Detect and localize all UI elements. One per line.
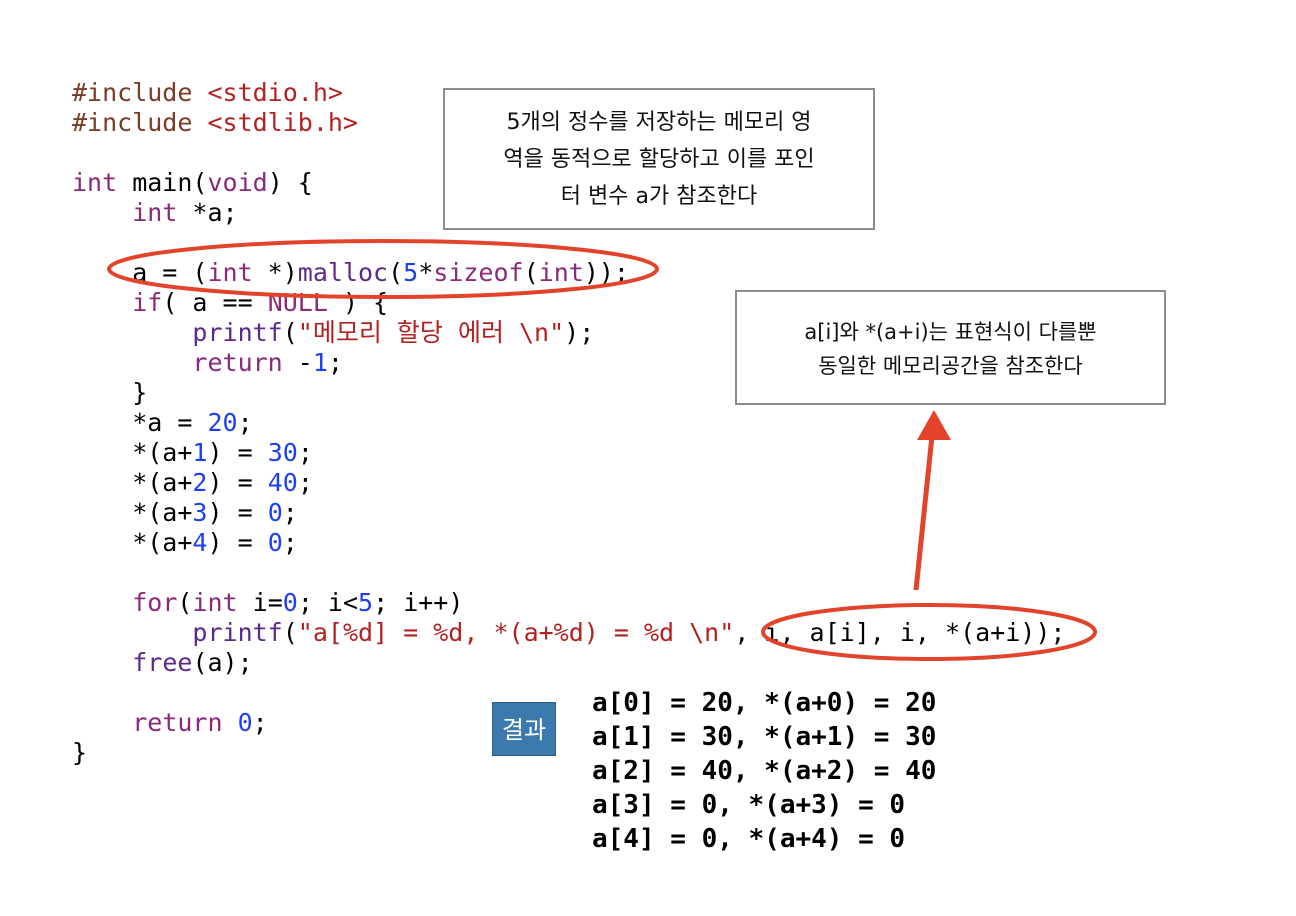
code-line-printf-error: printf("메모리 할당 에러 \n"); (192, 318, 595, 347)
code-line-assign-0: *a = 20; (72, 408, 253, 437)
callout-line: 동일한 메모리공간을 참조한다 (818, 354, 1083, 378)
code-line-include-stdio: #include <stdio.h> (72, 78, 343, 107)
output-line: a[0] = 20, *(a+0) = 20 (592, 688, 937, 718)
program-output: a[0] = 20, *(a+0) = 20 a[1] = 30, *(a+1)… (592, 686, 936, 856)
callout-line: 터 변수 a가 참조한다 (560, 184, 758, 209)
code-line-decl: int *a; (132, 198, 238, 227)
malloc-highlight-ellipse (107, 239, 659, 299)
result-badge: 결과 (492, 702, 556, 756)
code-line-include-stdlib: #include <stdlib.h> (72, 108, 358, 137)
code-line-close-main: } (72, 738, 88, 767)
output-line: a[1] = 30, *(a+1) = 30 (592, 722, 937, 752)
callout-pointer-equivalence: a[i]와 *(a+i)는 표현식이 다를뿐 동일한 메모리공간을 참조한다 (735, 290, 1166, 405)
code-line-return-main: return 0; (132, 708, 268, 737)
output-line: a[4] = 0, *(a+4) = 0 (592, 824, 906, 854)
code-line-for: for(int i=0; i<5; i++) (132, 588, 464, 617)
code-line-main: int main(void) { (72, 168, 313, 197)
code-line-close-if: } (72, 378, 148, 407)
code-line-assign-1: *(a+1) = 30; (72, 438, 313, 467)
code-line-return-error: return -1; (192, 348, 343, 377)
callout-line: a[i]와 *(a+i)는 표현식이 다를뿐 (804, 320, 1097, 344)
code-line-malloc: a = (int *)malloc(5*sizeof(int)); (72, 258, 629, 287)
code-line-free: free(a); (132, 648, 253, 677)
args-highlight-ellipse (761, 603, 1097, 661)
callout-line: 역을 동적으로 할당하고 이를 포인 (503, 147, 815, 172)
arrow-shaft (913, 435, 935, 591)
code-line-printf-loop: printf("a[%d] = %d, *(a+%d) = %d \n", i,… (192, 618, 1066, 647)
code-line-assign-2: *(a+2) = 40; (72, 468, 313, 497)
output-line: a[2] = 40, *(a+2) = 40 (592, 756, 937, 786)
callout-malloc-explanation: 5개의 정수를 저장하는 메모리 영 역을 동적으로 할당하고 이를 포인 터 … (443, 88, 875, 230)
code-line-assign-3: *(a+3) = 0; (72, 498, 298, 527)
arrow-head (917, 410, 951, 440)
output-line: a[3] = 0, *(a+3) = 0 (592, 790, 906, 820)
callout-line: 5개의 정수를 저장하는 메모리 영 (506, 110, 812, 135)
code-line-assign-4: *(a+4) = 0; (72, 528, 298, 557)
